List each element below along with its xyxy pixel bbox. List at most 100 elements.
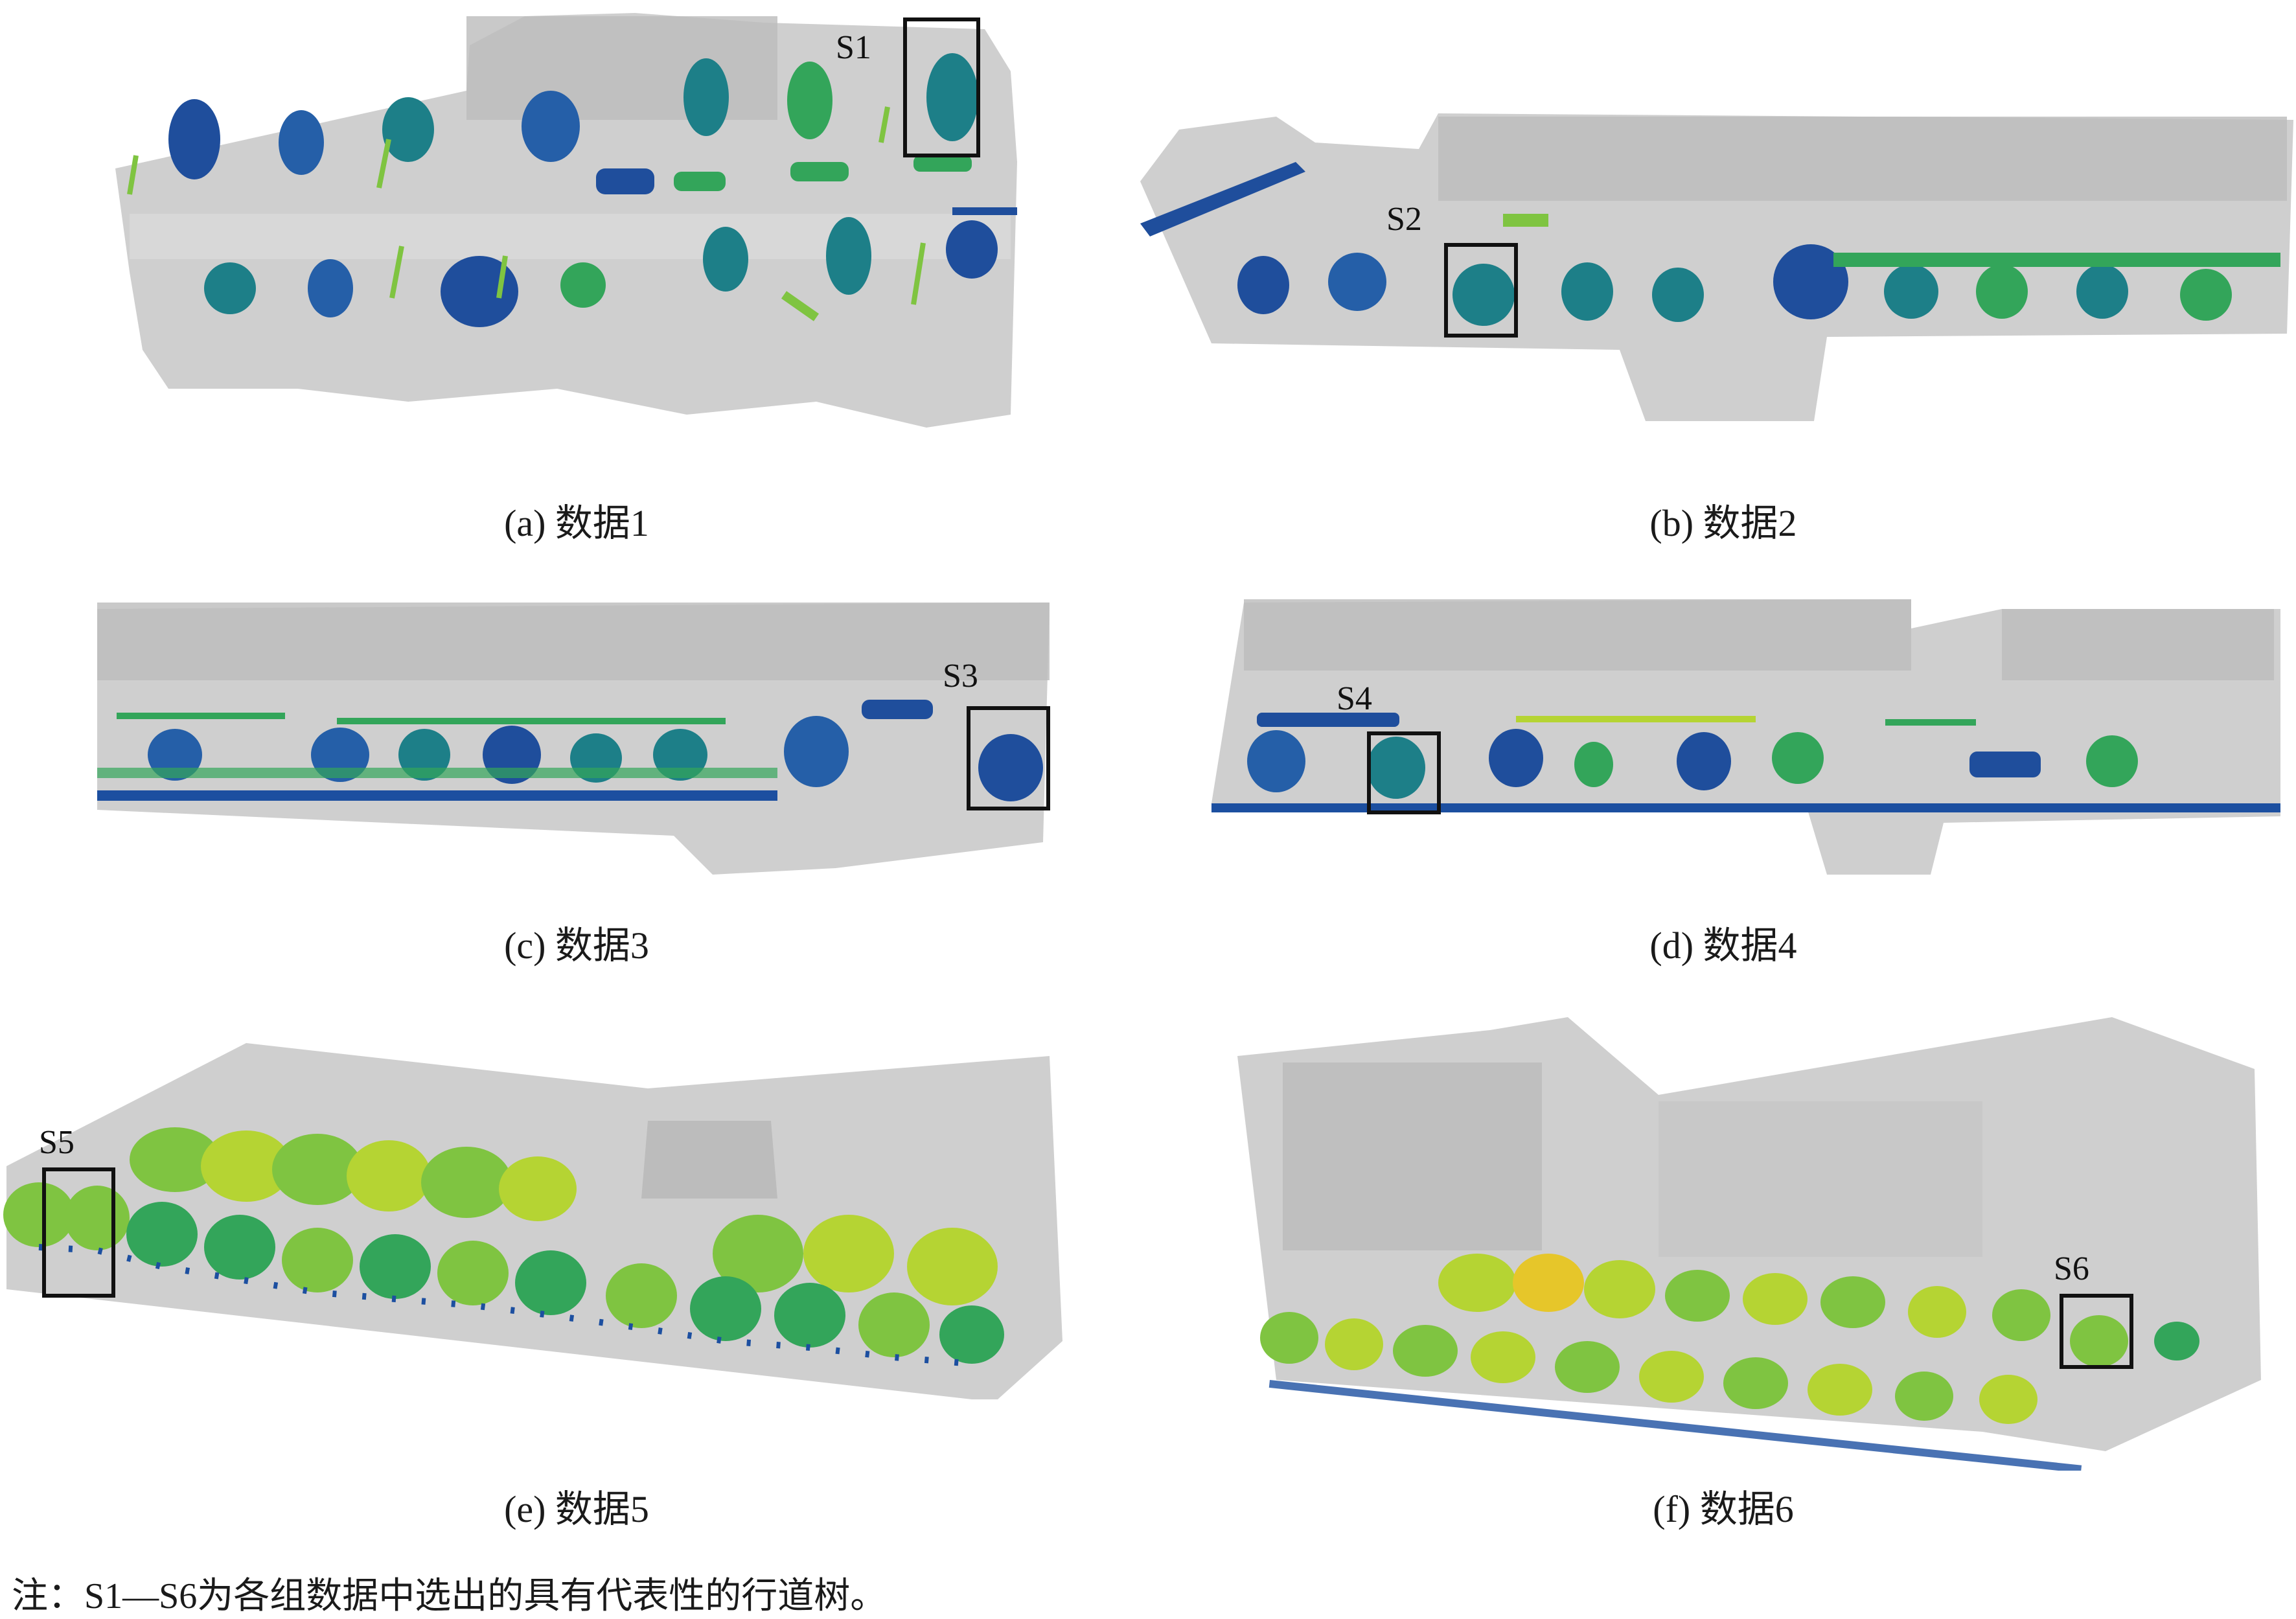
panel-c-car — [862, 700, 933, 719]
panel-a-car — [790, 162, 849, 181]
panel-f-tree — [1908, 1286, 1966, 1338]
panel-f-building — [1283, 1062, 1542, 1250]
panel-c-car-row — [97, 768, 777, 778]
panel-d-tree — [1367, 737, 1425, 799]
panel-a-pole — [376, 139, 391, 189]
figure-note: 注：S1—S6为各组数据中选出的具有代表性的行道树。 — [12, 1576, 887, 1616]
panel-e-tree — [606, 1263, 677, 1328]
panel-f-building — [1659, 1101, 1982, 1257]
panel-e-tree — [939, 1305, 1004, 1364]
panel-f-tree — [1639, 1351, 1704, 1403]
panel-a-curb — [952, 207, 1017, 215]
panel-b-pointcloud: S2 — [1140, 113, 2293, 421]
panel-c-building-facade — [97, 603, 1050, 680]
panel-b-building-facade — [1438, 117, 2287, 201]
panel-a-pole — [496, 255, 508, 299]
panel-b-tree — [1773, 244, 1848, 319]
panel-a-car — [913, 155, 972, 172]
panel-a-tree — [826, 217, 871, 295]
panel-d-tree-row — [1247, 713, 2138, 799]
panel-b-tree — [1884, 264, 1938, 319]
sample-label-s3: S3 — [943, 658, 978, 695]
panel-b-tree — [1328, 253, 1386, 311]
panel-d-tree — [1247, 730, 1305, 792]
sample-label-s6: S6 — [2054, 1250, 2089, 1287]
panel-a-tree-row-top — [127, 53, 1017, 279]
sample-label-s1: S1 — [836, 29, 871, 66]
panel-e-building — [641, 1121, 777, 1199]
panel-a-pole — [127, 155, 139, 195]
panel-e-tree — [3, 1182, 75, 1247]
panel-f-ground-strip — [1269, 1380, 2082, 1471]
sample-box-s3 — [967, 706, 1050, 810]
panel-f-tree-row-back — [1438, 1254, 2050, 1341]
panel-d-tree — [1772, 732, 1824, 784]
panel-d-building-facade — [1244, 599, 1911, 671]
panel-f-tree — [1393, 1325, 1458, 1377]
panel-e-tree — [907, 1228, 998, 1305]
panel-f-tree — [1260, 1312, 1318, 1364]
panel-d-car — [1257, 713, 1399, 727]
panel-c-median — [337, 718, 726, 724]
panel-f-tree — [1325, 1318, 1383, 1370]
panel-b-curb — [1140, 162, 1305, 236]
panel-e: S5 — [0, 1030, 1075, 1432]
sample-label-s2: S2 — [1386, 201, 1422, 238]
caption-a: (a) 数据1 — [504, 502, 649, 544]
panel-a-road-strip — [130, 214, 1011, 259]
panel-b-tree — [1452, 264, 1515, 326]
panel-c-tree-row — [97, 700, 933, 787]
panel-d-median — [1516, 716, 1756, 722]
panel-b-tree — [2076, 264, 2128, 319]
panel-b-tree — [1652, 268, 1704, 322]
panel-e-trunks — [38, 1244, 972, 1367]
panel-f-tree — [1895, 1372, 1953, 1421]
caption-c: (c) 数据3 — [504, 924, 649, 967]
panel-e-tree — [272, 1134, 363, 1205]
panel-f-tree — [1665, 1270, 1730, 1322]
sample-box-s5 — [42, 1167, 115, 1298]
panel-e-tree — [713, 1215, 803, 1292]
panel-e-tree — [499, 1156, 577, 1221]
panel-e-tree — [515, 1250, 586, 1315]
panel-a-pole — [911, 242, 926, 305]
panel-a-tree — [441, 256, 518, 327]
panel-a-tree — [204, 262, 256, 314]
panel-a-tree — [522, 91, 580, 162]
panel-b-tree — [1976, 264, 2028, 319]
panel-a-tree — [560, 262, 606, 308]
panel-a-tree — [168, 99, 220, 179]
panel-f: S6 — [1205, 1004, 2293, 1471]
panel-d-median — [1885, 719, 1976, 726]
panel-e-tree — [126, 1202, 198, 1267]
panel-e-tree — [421, 1147, 512, 1218]
caption-e: (e) 数据5 — [504, 1488, 649, 1530]
panel-e-tree — [858, 1292, 930, 1357]
panel-f-tree — [1820, 1276, 1885, 1328]
panel-b-tree-row — [1237, 214, 2280, 326]
panel-a-tree — [787, 62, 832, 139]
panel-f-tree — [1992, 1289, 2050, 1341]
panel-e-tree — [803, 1215, 894, 1292]
panel-b-tree — [1237, 256, 1289, 314]
panel-a-tree — [382, 97, 434, 162]
panel-e-tree — [437, 1241, 509, 1305]
panel-e-tree — [282, 1228, 353, 1292]
panel-f-tree — [2154, 1322, 2199, 1361]
caption-d: (d) 数据4 — [1649, 924, 1797, 967]
caption-f: (f) 数据6 — [1653, 1488, 1794, 1530]
panel-a-car — [674, 172, 726, 191]
panel-f-pointcloud: S6 — [1237, 1017, 2261, 1471]
panel-a-pole — [389, 246, 404, 299]
panel-f-tree — [1471, 1331, 1535, 1383]
sample-box-s6 — [2060, 1294, 2133, 1369]
panel-a-tree-row-bottom — [204, 217, 926, 327]
panel-c-median — [117, 713, 285, 719]
panel-e-tree — [65, 1186, 130, 1250]
panel-d-car — [1969, 752, 2041, 777]
sample-label-s4: S4 — [1337, 680, 1372, 717]
panel-e-pointcloud: S5 — [3, 1043, 1062, 1399]
panel-a-car — [596, 168, 654, 194]
panel-a-tree — [946, 220, 998, 279]
panel-a-tree — [703, 227, 748, 292]
